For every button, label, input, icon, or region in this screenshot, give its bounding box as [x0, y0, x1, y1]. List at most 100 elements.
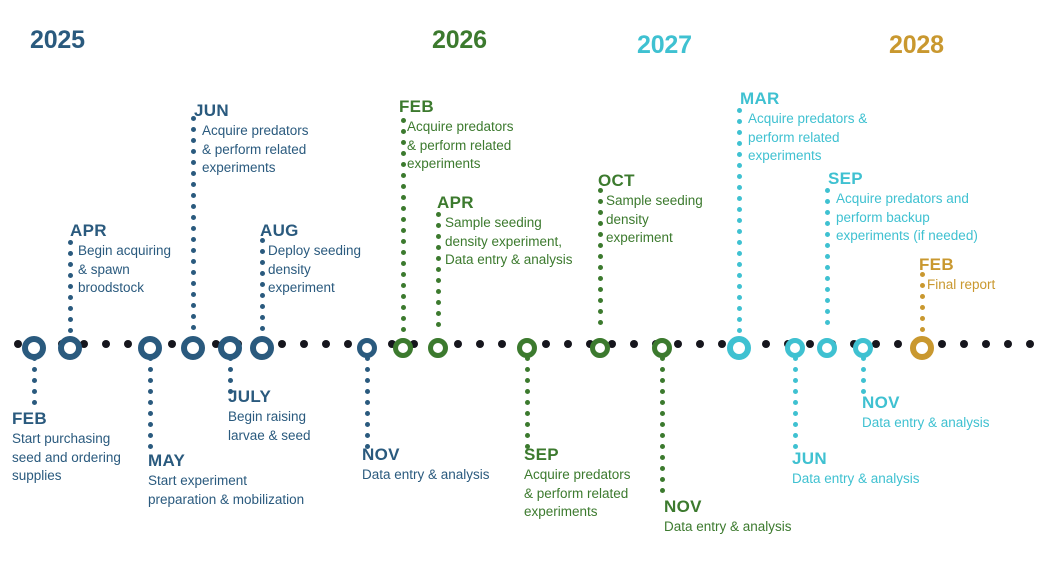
axis-dot	[80, 340, 88, 348]
milestone-marker-nov-2027[interactable]	[853, 338, 873, 358]
callout-sep-2026: SEP Acquire predators & perform related exp…	[524, 446, 631, 522]
leader-line-apr-2026	[435, 212, 441, 330]
milestone-marker-apr-2026[interactable]	[428, 338, 448, 358]
callout-line: Data entry & analysis	[445, 252, 573, 267]
axis-dot	[960, 340, 968, 348]
callout-line: experiment	[268, 280, 335, 295]
callout-line: density experiment,	[445, 233, 563, 249]
callout-line: Data entry & analysis	[664, 519, 792, 534]
milestone-marker-sep-2026[interactable]	[517, 338, 537, 358]
milestone-marker-feb-2025[interactable]	[22, 336, 46, 360]
callout-line: Start experiment	[148, 473, 248, 488]
year-label-2027: 2027	[637, 31, 692, 59]
callout-line: Data entry & analysis	[362, 467, 490, 482]
callout-month-nov-2026: NOV	[664, 497, 702, 516]
milestone-marker-feb-2028[interactable]	[910, 336, 934, 360]
milestone-marker-sep-2027[interactable]	[817, 338, 837, 358]
leader-line-sep-2027	[824, 188, 830, 330]
axis-dot	[454, 340, 462, 348]
axis-dot	[696, 340, 704, 348]
callout-line: Sample seeding	[445, 215, 542, 230]
axis-dot	[542, 340, 550, 348]
axis-dot	[300, 340, 308, 348]
callout-line: Start purchasing	[12, 431, 111, 446]
callout-line: & spawn	[78, 261, 130, 277]
milestone-marker-feb-2026[interactable]	[393, 338, 413, 358]
callout-month-sep-2027: SEP	[828, 169, 863, 188]
callout-month-feb-2026: FEB	[399, 97, 434, 116]
callout-line: experiments	[748, 148, 822, 163]
year-label-2025: 2025	[30, 26, 85, 54]
callout-line: supplies	[12, 468, 62, 483]
milestone-marker-aug-2025[interactable]	[250, 336, 274, 360]
callout-month-oct-2026: OCT	[598, 171, 635, 190]
callout-line: & perform related	[524, 485, 629, 501]
callout-feb-2028: FEB Final report	[919, 256, 995, 295]
axis-dot	[1004, 340, 1012, 348]
callout-month-sep-2026: SEP	[524, 445, 559, 464]
callout-month-mar-2027: MAR	[740, 89, 780, 108]
leader-line-feb-2028	[919, 272, 925, 332]
callout-feb-2025: FEB Start purchasing seed and ordering supp…	[12, 410, 121, 486]
callout-month-apr-2026: APR	[437, 193, 474, 212]
callout-description-feb-2025: Start purchasing seed and ordering supplie…	[12, 430, 121, 486]
callout-line: & perform related	[407, 137, 512, 153]
milestone-marker-mar-2027[interactable]	[727, 336, 751, 360]
callout-month-may-2025: MAY	[148, 451, 186, 470]
callout-description-feb-2028: Final report	[919, 276, 995, 295]
leader-line-nov-2026	[659, 356, 665, 496]
callout-description-nov-2027: Data entry & analysis	[862, 414, 990, 433]
axis-dot	[322, 340, 330, 348]
callout-line: seed and ordering	[12, 449, 121, 465]
milestone-marker-apr-2025[interactable]	[58, 336, 82, 360]
axis-dot	[124, 340, 132, 348]
leader-line-nov-2025	[364, 356, 370, 449]
axis-dot	[564, 340, 572, 348]
leader-line-apr-2025	[67, 240, 73, 333]
axis-dot	[476, 340, 484, 348]
callout-line: Final report	[927, 277, 996, 292]
leader-line-mar-2027	[736, 108, 742, 333]
leader-line-aug-2025	[259, 238, 265, 331]
axis-dot	[938, 340, 946, 348]
milestone-marker-nov-2025[interactable]	[357, 338, 377, 358]
callout-line: perform backup	[836, 209, 930, 225]
year-label-2028: 2028	[889, 31, 944, 59]
leader-line-jun-2027	[792, 356, 798, 449]
milestone-marker-oct-2026[interactable]	[590, 338, 610, 358]
milestone-marker-nov-2026[interactable]	[652, 338, 672, 358]
axis-dot	[1026, 340, 1034, 348]
callout-description-nov-2025: Data entry & analysis	[362, 466, 490, 485]
callout-line: experiments	[524, 504, 598, 519]
axis-dot	[14, 340, 22, 348]
axis-dot	[410, 340, 418, 348]
milestone-marker-may-2025[interactable]	[138, 336, 162, 360]
callout-month-feb-2028: FEB	[919, 255, 954, 274]
callout-line: Begin acquiring	[78, 243, 172, 258]
callout-month-apr-2025: APR	[70, 221, 107, 240]
milestone-marker-july-2025[interactable]	[218, 336, 242, 360]
callout-line: Acquire predators and	[836, 191, 969, 206]
axis-dot	[674, 340, 682, 348]
milestone-marker-jun-2025[interactable]	[181, 336, 205, 360]
axis-dot	[894, 340, 902, 348]
axis-dot	[806, 340, 814, 348]
axis-dot	[718, 340, 726, 348]
callout-line: experiments	[407, 156, 481, 171]
callout-line: Acquire predators	[524, 467, 631, 482]
milestone-marker-jun-2027[interactable]	[785, 338, 805, 358]
callout-month-feb-2025: FEB	[12, 409, 47, 428]
